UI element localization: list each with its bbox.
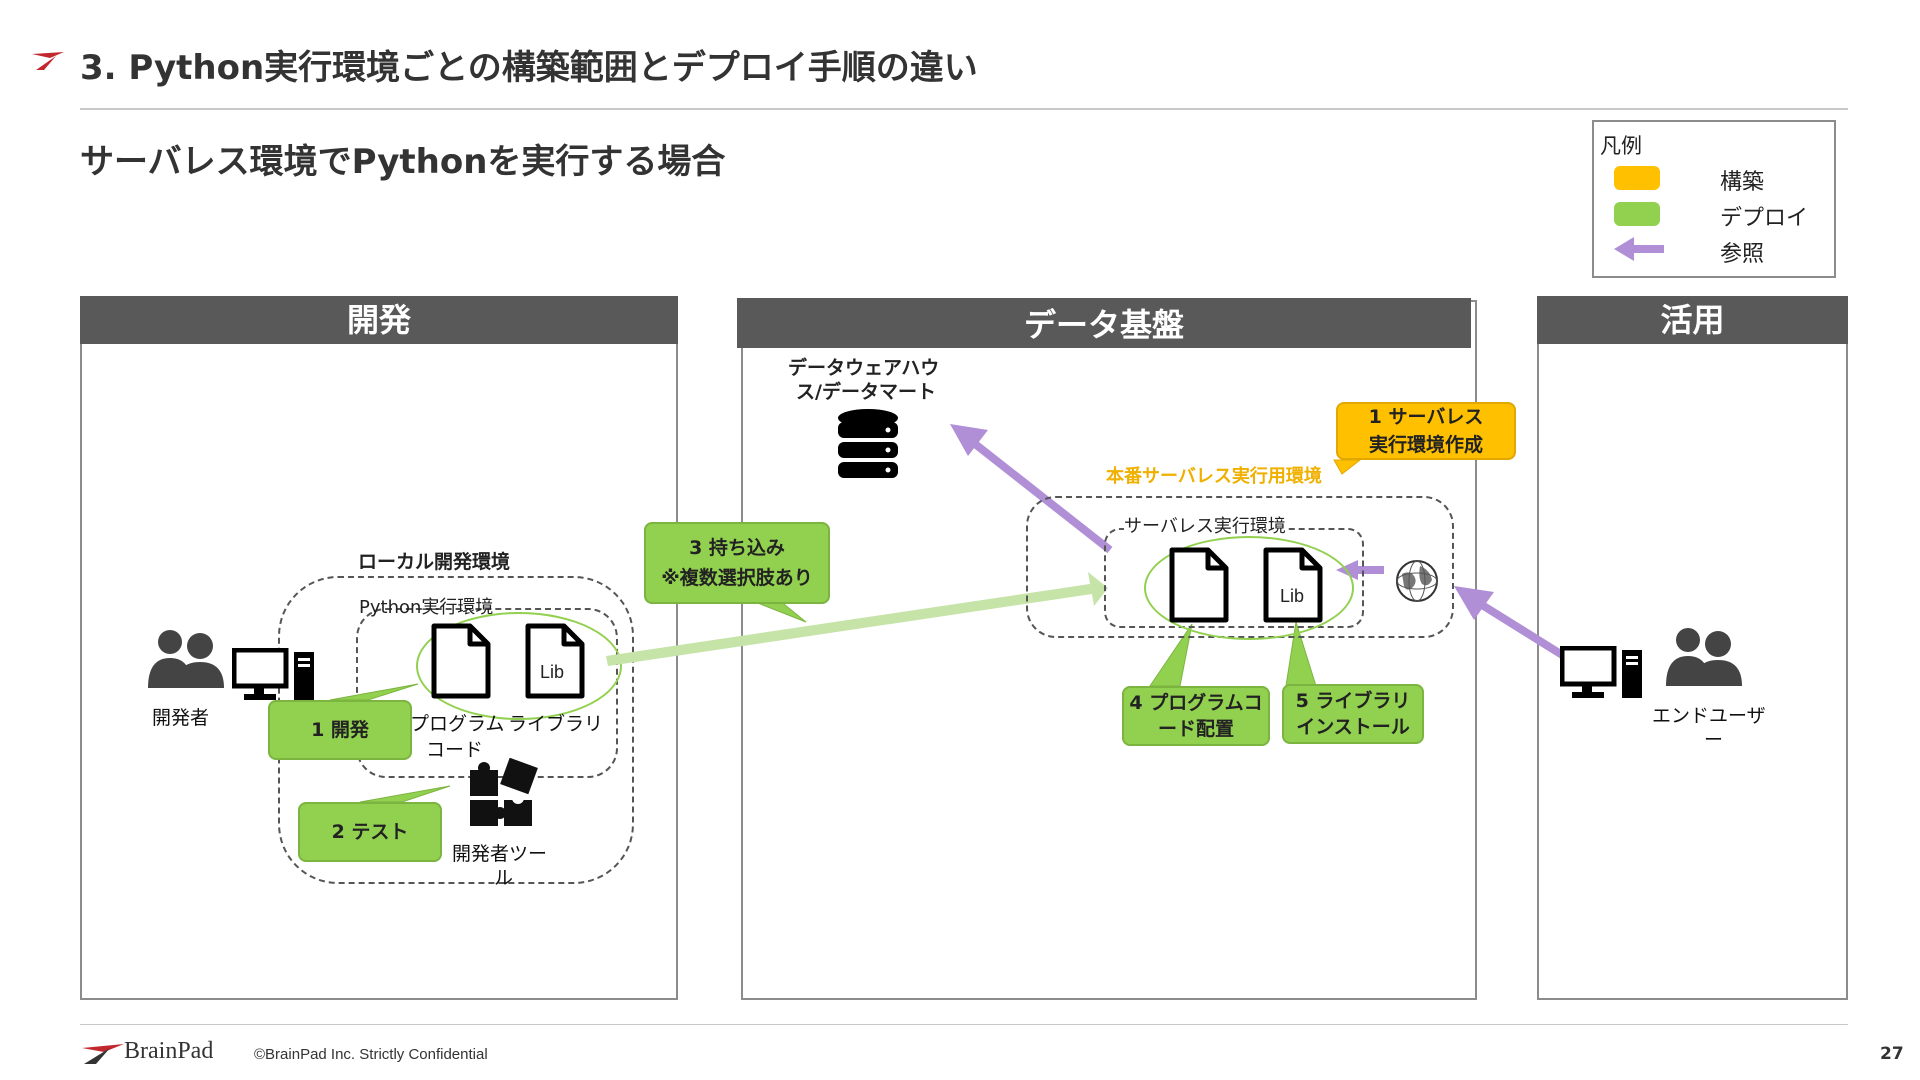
page-subtitle: サーバレス環境でPythonを実行する場合: [80, 142, 726, 182]
legend-build-swatch: [1614, 166, 1660, 190]
developer-tools-label-2: ル: [494, 867, 514, 889]
step3-transfer-line1: 3 持ち込み: [689, 537, 785, 559]
legend-reference-label: 参照: [1720, 242, 1765, 267]
step1-build-callout: 1 サーバレス 実行環境作成: [1336, 402, 1516, 460]
page-title: 3. Python実行環境ごとの構築範囲とデプロイ手順の違い: [80, 48, 978, 88]
library-file-icon: [525, 623, 585, 699]
installed-library-text: Lib: [1280, 586, 1305, 606]
step2-test-text: 2 テスト: [331, 821, 409, 843]
deploy-target-outline-dev: [416, 612, 622, 720]
developer-pc-icon: [232, 648, 314, 700]
step1-develop-callout: 1 開発: [268, 700, 412, 760]
developer-label: 開発者: [152, 707, 210, 729]
page-number: 27: [1880, 1044, 1904, 1064]
library-label: ライブラリ: [508, 713, 604, 735]
developer-tools-puzzle-icon: [470, 758, 538, 826]
step1-build-line2: 実行環境作成: [1368, 434, 1483, 456]
legend-build-label: 構築: [1720, 170, 1765, 195]
step4-deploy-code-callout: 4 プログラムコ ード配置: [1122, 686, 1270, 746]
program-code-label-2: コード: [426, 739, 484, 761]
database-icon: [838, 409, 898, 478]
end-user-label-2: ー: [1704, 729, 1724, 751]
end-user-label: エンドユーザ: [1652, 705, 1766, 727]
legend-deploy-label: デプロイ: [1720, 206, 1809, 231]
serverless-env-label: サーバレス実行環境: [1124, 512, 1286, 538]
legend-reference-arrow-icon: [1614, 237, 1664, 261]
legend-title: 凡例: [1600, 134, 1642, 158]
developer-people-icon: [148, 630, 224, 688]
step1-build-line1: 1 サーバレス: [1368, 406, 1484, 428]
step5-install-lib-callout: 5 ライブラリ インストール: [1282, 684, 1424, 744]
local-dev-env-label: ローカル開発環境: [358, 551, 511, 573]
end-user-pc-icon: [1560, 646, 1642, 698]
installed-library-file-icon: [1263, 547, 1323, 623]
globe-icon: [1396, 560, 1438, 602]
library-file-text: Lib: [540, 662, 565, 682]
step1-develop-text: 1 開発: [311, 719, 369, 741]
step3-transfer-callout: 3 持ち込み ※複数選択肢あり: [644, 522, 830, 604]
dwh-label-2: ス/データマート: [796, 381, 936, 403]
title-divider: [80, 108, 1848, 110]
step4-line2: ード配置: [1157, 718, 1234, 740]
program-code-label-line1: プログラム: [410, 713, 505, 735]
brainpad-logo-icon: [82, 1044, 124, 1064]
program-code-label: プログラム: [410, 712, 504, 736]
step5-line1: 5 ライブラリ: [1295, 690, 1411, 712]
footer-copyright: ©BrainPad Inc. Strictly Confidential: [254, 1046, 488, 1063]
brand-mark-icon: [32, 52, 64, 70]
dwh-label: データウェアハウ: [788, 357, 940, 379]
panel-platform-header: データ基盤: [737, 298, 1471, 348]
program-code-file-icon: [431, 623, 491, 699]
step5-line2: インストール: [1296, 716, 1410, 738]
deployed-program-file-icon: [1169, 547, 1229, 623]
step3-transfer-line2: ※複数選択肢あり: [661, 567, 813, 589]
end-user-people-icon: [1666, 628, 1742, 686]
deploy-target-outline-platform: [1144, 536, 1354, 640]
step4-line1: 4 プログラムコ: [1129, 692, 1263, 714]
panel-dev-header: 開発: [80, 296, 678, 344]
prod-env-label: 本番サーバレス実行用環境: [1106, 466, 1322, 487]
footer-brand: BrainPad: [124, 1038, 214, 1064]
panel-use-header: 活用: [1537, 296, 1848, 344]
step2-test-callout: 2 テスト: [298, 802, 442, 862]
python-env-label: Python実行環境: [359, 597, 494, 618]
legend: 凡例 構築 デプロイ 参照: [1592, 120, 1836, 278]
footer-divider: [80, 1024, 1848, 1025]
developer-tools-label: 開発者ツー: [452, 843, 548, 865]
legend-deploy-swatch: [1614, 202, 1660, 226]
